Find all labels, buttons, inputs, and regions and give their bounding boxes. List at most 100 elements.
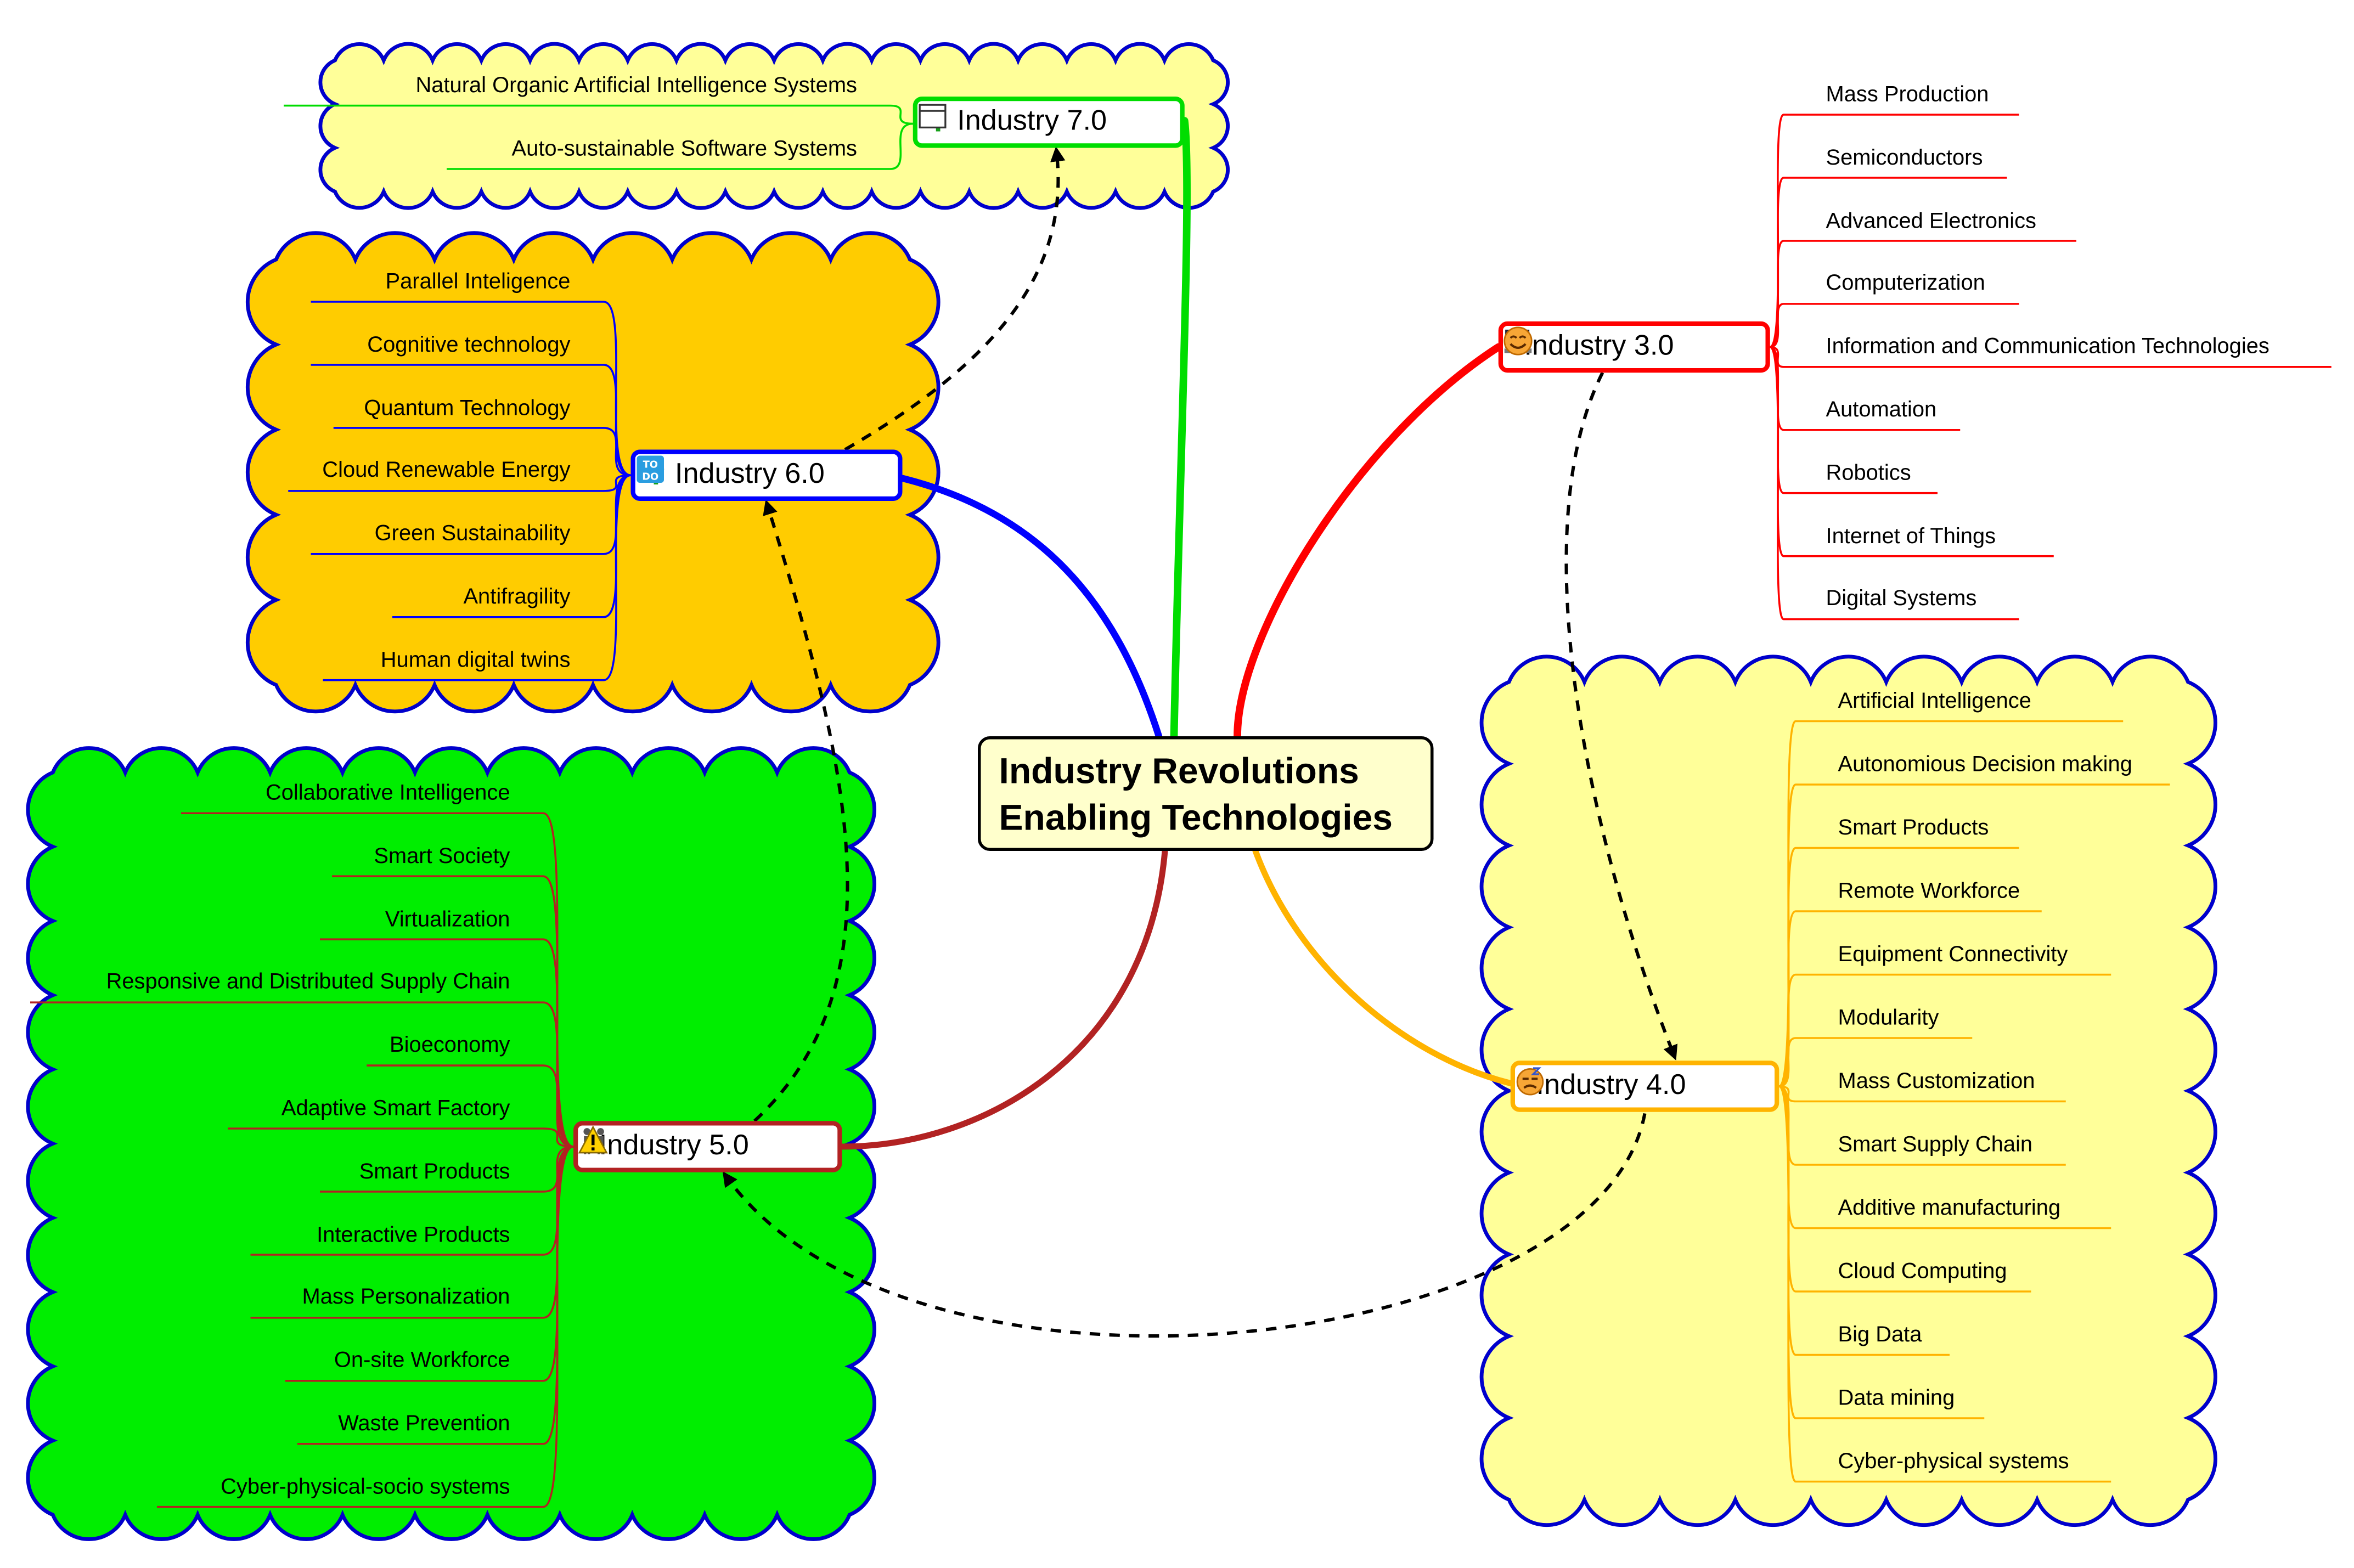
industry-6-cloud	[245, 231, 941, 714]
industry-3-leaf[interactable]: Computerization	[1826, 272, 1985, 297]
root-node[interactable]: Industry Revolutions Enabling Technologi…	[978, 736, 1434, 851]
industry-5-leaf-connector	[543, 1146, 574, 1508]
industry-5-leaf-connector	[543, 1127, 574, 1148]
industry-4-leaf[interactable]: Cyber-physical systems	[1838, 1449, 2069, 1474]
window-icon	[919, 104, 947, 129]
industry-4-title: Industry 4.0	[1536, 1069, 1686, 1102]
clouds-layer	[26, 42, 2217, 1541]
industry-6-leaves-layer	[288, 301, 631, 681]
industry-6-leaf[interactable]: Green Sustainability	[374, 522, 571, 547]
industry-3-title: Industry 3.0	[1524, 330, 1674, 362]
root-title-line2: Enabling Technologies	[999, 798, 1393, 839]
industry-4-leaf[interactable]: Smart Products	[1838, 816, 1989, 841]
industry-4-leaf[interactable]: Artificial Intelligence	[1838, 689, 2031, 714]
industry-5-leaf[interactable]: Responsive and Distributed Supply Chain	[106, 971, 510, 995]
industry-4-leaf[interactable]: Modularity	[1838, 1006, 1939, 1031]
industry-5-leaf[interactable]: Waste Prevention	[338, 1412, 510, 1436]
industry-4-leaf[interactable]: Mass Customization	[1838, 1069, 2035, 1094]
industry-5-leaf[interactable]: Interactive Products	[317, 1223, 510, 1248]
industry-5-leaf[interactable]: Collaborative Intelligence	[265, 781, 510, 806]
industry-5-leaf[interactable]: On-site Workforce	[334, 1349, 510, 1374]
arrow-industry-6-to-7	[844, 146, 1066, 452]
industry-4-leaf[interactable]: Big Data	[1838, 1323, 1922, 1347]
industry-3-leaves-layer	[1769, 114, 2332, 621]
industry-5-leaf[interactable]: Mass Personalization	[302, 1286, 510, 1311]
industry-4-leaf[interactable]: Additive manufacturing	[1838, 1196, 2061, 1221]
industry-3-leaf[interactable]: Automation	[1826, 398, 1937, 422]
industry-5-title: Industry 5.0	[599, 1130, 749, 1162]
industry-4-leaf[interactable]: Data mining	[1838, 1386, 1955, 1411]
industry-3-leaf[interactable]: Semiconductors	[1826, 146, 1983, 171]
industry-5-leaf[interactable]: Bioeconomy	[390, 1034, 510, 1058]
industry-3-leaf[interactable]: Information and Communication Technologi…	[1826, 335, 2269, 360]
industry-5-node[interactable]: Industry 5.0	[573, 1121, 842, 1172]
industry-3-leaf[interactable]: Internet of Things	[1826, 524, 1996, 549]
warning-icon	[578, 1125, 608, 1154]
branches-layer	[839, 117, 1514, 1150]
svg-text:TO: TO	[643, 459, 658, 471]
industry-3-node[interactable]: Industry 3.0	[1498, 321, 1770, 373]
branch-industry-6	[899, 475, 1163, 740]
branch-industry-7	[1170, 117, 1191, 740]
industry-7-node[interactable]: ? Industry 7.0	[913, 97, 1185, 148]
industry-7-leaves-layer	[284, 104, 913, 170]
industry-6-leaf[interactable]: Cloud Renewable Energy	[322, 459, 571, 484]
industry-5-leaf[interactable]: Adaptive Smart Factory	[281, 1097, 510, 1121]
industry-3-leaf[interactable]: Mass Production	[1826, 83, 1989, 108]
industry-3-leaf-connector	[1770, 346, 1784, 368]
industry-4-leaf[interactable]: Cloud Computing	[1838, 1260, 2007, 1284]
industry-4-leaf[interactable]: Autonomious Decision making	[1838, 753, 2132, 777]
industry-5-leaves-layer	[30, 812, 574, 1508]
arrow-industry-5-to-6	[753, 499, 849, 1123]
arrow-industry-4-to-5	[722, 1113, 1647, 1338]
branch-industry-3	[1234, 343, 1502, 740]
industry-5-cloud	[26, 746, 876, 1541]
industry-6-leaf[interactable]: Human digital twins	[380, 648, 571, 673]
evolution-arrows-layer	[722, 146, 1678, 1338]
industry-4-leaf-connector	[1778, 1037, 1796, 1087]
industry-6-leaf-connector	[603, 364, 631, 477]
industry-7-leaf[interactable]: Natural Organic Artificial Intelligence …	[415, 74, 857, 98]
smiley-icon	[1503, 326, 1533, 356]
root-title-line1: Industry Revolutions	[999, 751, 1359, 792]
industry-5-leaf[interactable]: Cyber-physical-socio systems	[221, 1475, 510, 1499]
industry-4-leaves-layer	[1778, 720, 2170, 1483]
industry-4-leaf-connector	[1778, 973, 1797, 1087]
branch-industry-4	[1252, 848, 1514, 1086]
industry-4-cloud	[1479, 655, 2217, 1527]
industry-6-leaf-connector	[603, 474, 631, 492]
industry-4-leaf[interactable]: Equipment Connectivity	[1838, 943, 2068, 967]
arrow-industry-3-to-4	[1564, 371, 1678, 1061]
industry-5-leaf[interactable]: Virtualization	[385, 907, 510, 932]
industry-7-cloud	[318, 42, 1230, 210]
industry-5-leaf[interactable]: Smart Society	[374, 844, 510, 869]
industry-4-leaf-connector	[1779, 1085, 1796, 1103]
industry-3-leaf[interactable]: Digital Systems	[1826, 587, 1977, 612]
industry-5-leaf-connector	[543, 1064, 574, 1148]
svg-text:DO: DO	[642, 471, 658, 483]
industry-6-leaf[interactable]: Cognitive technology	[367, 333, 571, 358]
industry-6-leaf[interactable]: Antifragility	[463, 585, 571, 610]
industry-3-leaf-connector	[1770, 303, 1784, 348]
industry-7-leaf-connector	[890, 104, 913, 125]
industry-4-leaf[interactable]: Smart Supply Chain	[1838, 1133, 2033, 1158]
industry-6-leaf-connector	[603, 427, 631, 477]
tired-face-icon	[1516, 1067, 1544, 1096]
industry-4-leaf-connector	[1778, 1085, 1797, 1483]
industry-6-leaf-connector	[603, 474, 631, 681]
industry-6-leaf[interactable]: Parallel Inteligence	[385, 270, 571, 295]
industry-6-title: Industry 6.0	[674, 459, 825, 490]
industry-6-leaf[interactable]: Quantum Technology	[364, 396, 571, 421]
industry-3-leaf[interactable]: Robotics	[1826, 461, 1911, 486]
branch-industry-5	[839, 848, 1168, 1150]
industry-7-leaf[interactable]: Auto-sustainable Software Systems	[511, 137, 857, 162]
industry-4-node[interactable]: Industry 4.0	[1510, 1061, 1779, 1112]
industry-5-leaf-connector	[543, 1001, 574, 1148]
industry-3-leaf[interactable]: Advanced Electronics	[1826, 209, 2036, 234]
industry-4-leaf[interactable]: Remote Workforce	[1838, 879, 2020, 904]
industry-5-leaf[interactable]: Smart Products	[359, 1160, 510, 1185]
